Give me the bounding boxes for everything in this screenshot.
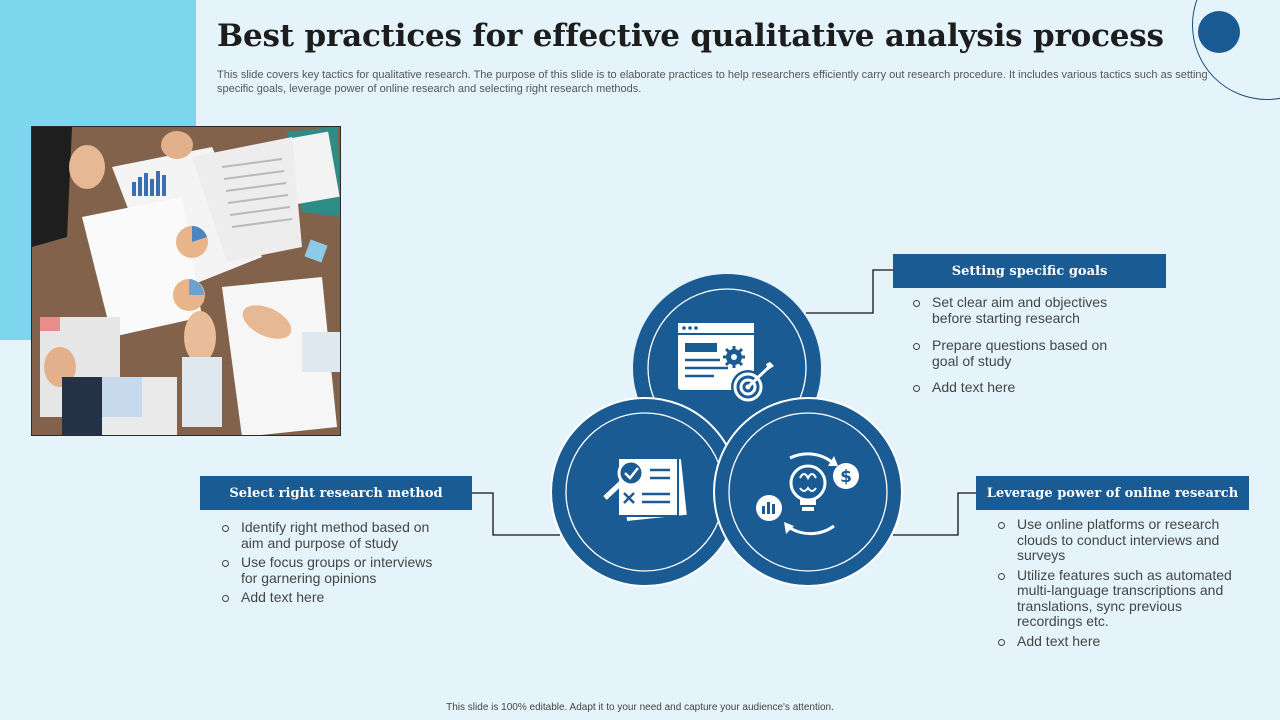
goals-heading: Setting specific goals [893, 254, 1166, 288]
brain-bulb-money-chart-icon: $ [756, 452, 859, 536]
list-item: Utilize features such as automated multi… [998, 567, 1243, 630]
page-title: Best practices for effective qualitative… [217, 18, 1164, 54]
list-item: Set clear aim and objectives before star… [913, 294, 1128, 326]
list-item: Use online platforms or research clouds … [998, 516, 1243, 564]
list-item: Prepare questions based on goal of study [913, 337, 1128, 369]
list-item: Add text here [222, 589, 452, 606]
method-heading: Select right research method [200, 476, 472, 510]
document-search-checklist-icon [603, 457, 687, 521]
goals-bullets: Set clear aim and objectives before star… [913, 294, 1128, 400]
list-item: Add text here [913, 379, 1128, 396]
list-item: Use focus groups or interviews for garne… [222, 554, 452, 586]
page-subtitle: This slide covers key tactics for qualit… [217, 69, 1208, 95]
decorative-circle [1198, 11, 1240, 53]
method-bullets: Identify right method based on aim and p… [222, 519, 452, 610]
browser-settings-target-icon [678, 323, 774, 404]
list-item: Add text here [998, 633, 1243, 650]
online-heading: Leverage power of online research [976, 476, 1249, 510]
research-photo [31, 126, 341, 436]
svg-text:$: $ [840, 467, 852, 487]
online-bullets: Use online platforms or research clouds … [998, 516, 1243, 653]
list-item: Identify right method based on aim and p… [222, 519, 452, 551]
footer-note: This slide is 100% editable. Adapt it to… [446, 702, 834, 713]
